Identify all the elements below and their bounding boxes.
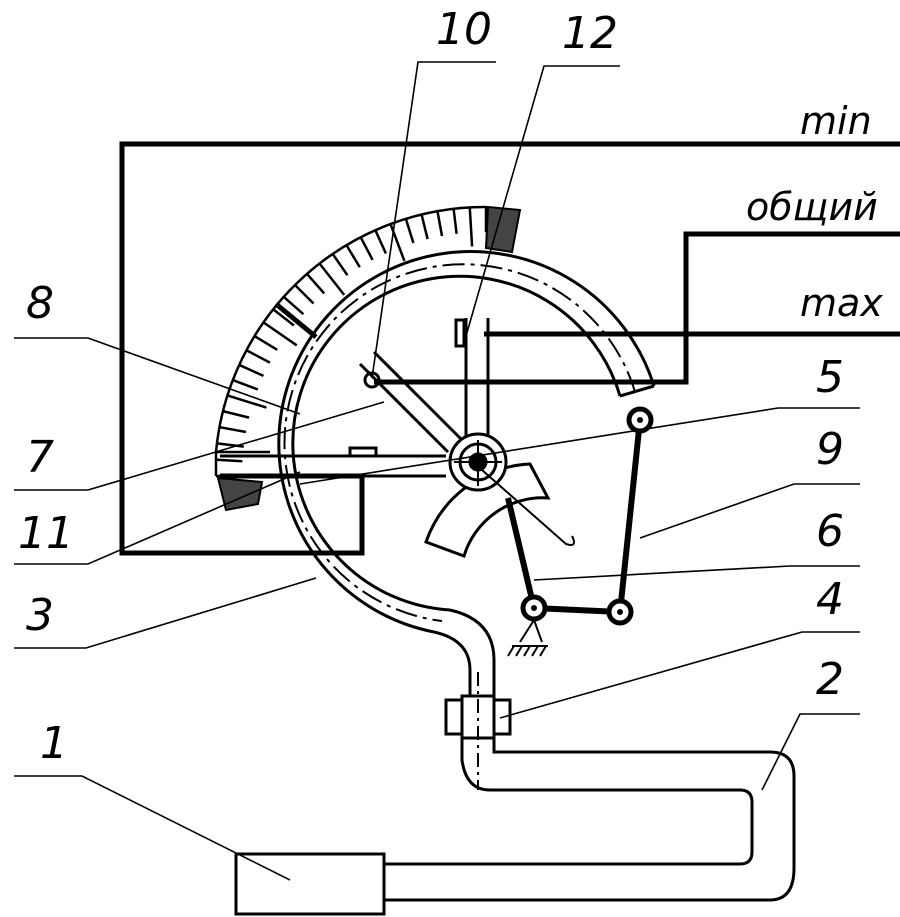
linkage — [505, 419, 643, 615]
label-10: 10 — [436, 4, 492, 55]
ground-support — [507, 619, 548, 657]
pointer-7 — [358, 350, 464, 454]
sector-5 — [424, 462, 551, 558]
wire-labels: min общий max — [746, 99, 883, 325]
bourdon-tube-3 — [277, 250, 656, 634]
label-8: 8 — [26, 278, 54, 329]
label-3: 3 — [26, 590, 54, 641]
linkage-joint-centers — [531, 417, 643, 615]
hair-spring — [481, 469, 575, 546]
label-2: 2 — [816, 654, 844, 705]
label-4: 4 — [816, 574, 844, 625]
label-12: 12 — [562, 8, 618, 59]
leader-lines — [14, 61, 860, 881]
pointer-cross — [220, 318, 490, 478]
label-max: max — [800, 281, 883, 325]
setpoint-mark — [274, 302, 318, 339]
pivot-hub — [448, 432, 508, 492]
label-5: 5 — [816, 352, 844, 403]
wire-common — [374, 231, 900, 385]
hose-2 — [384, 738, 796, 902]
label-min: min — [800, 99, 872, 143]
label-common: общий — [746, 185, 878, 229]
tube-connection — [433, 608, 496, 700]
sensor-1 — [234, 852, 386, 916]
label-1: 1 — [40, 718, 68, 769]
part-labels: 10 12 8 5 7 9 11 6 3 4 2 1 — [18, 4, 844, 769]
label-6: 6 — [816, 506, 844, 557]
scale-8 — [214, 205, 488, 478]
label-11: 11 — [18, 508, 74, 559]
label-7: 7 — [26, 432, 54, 483]
label-9: 9 — [816, 424, 844, 475]
